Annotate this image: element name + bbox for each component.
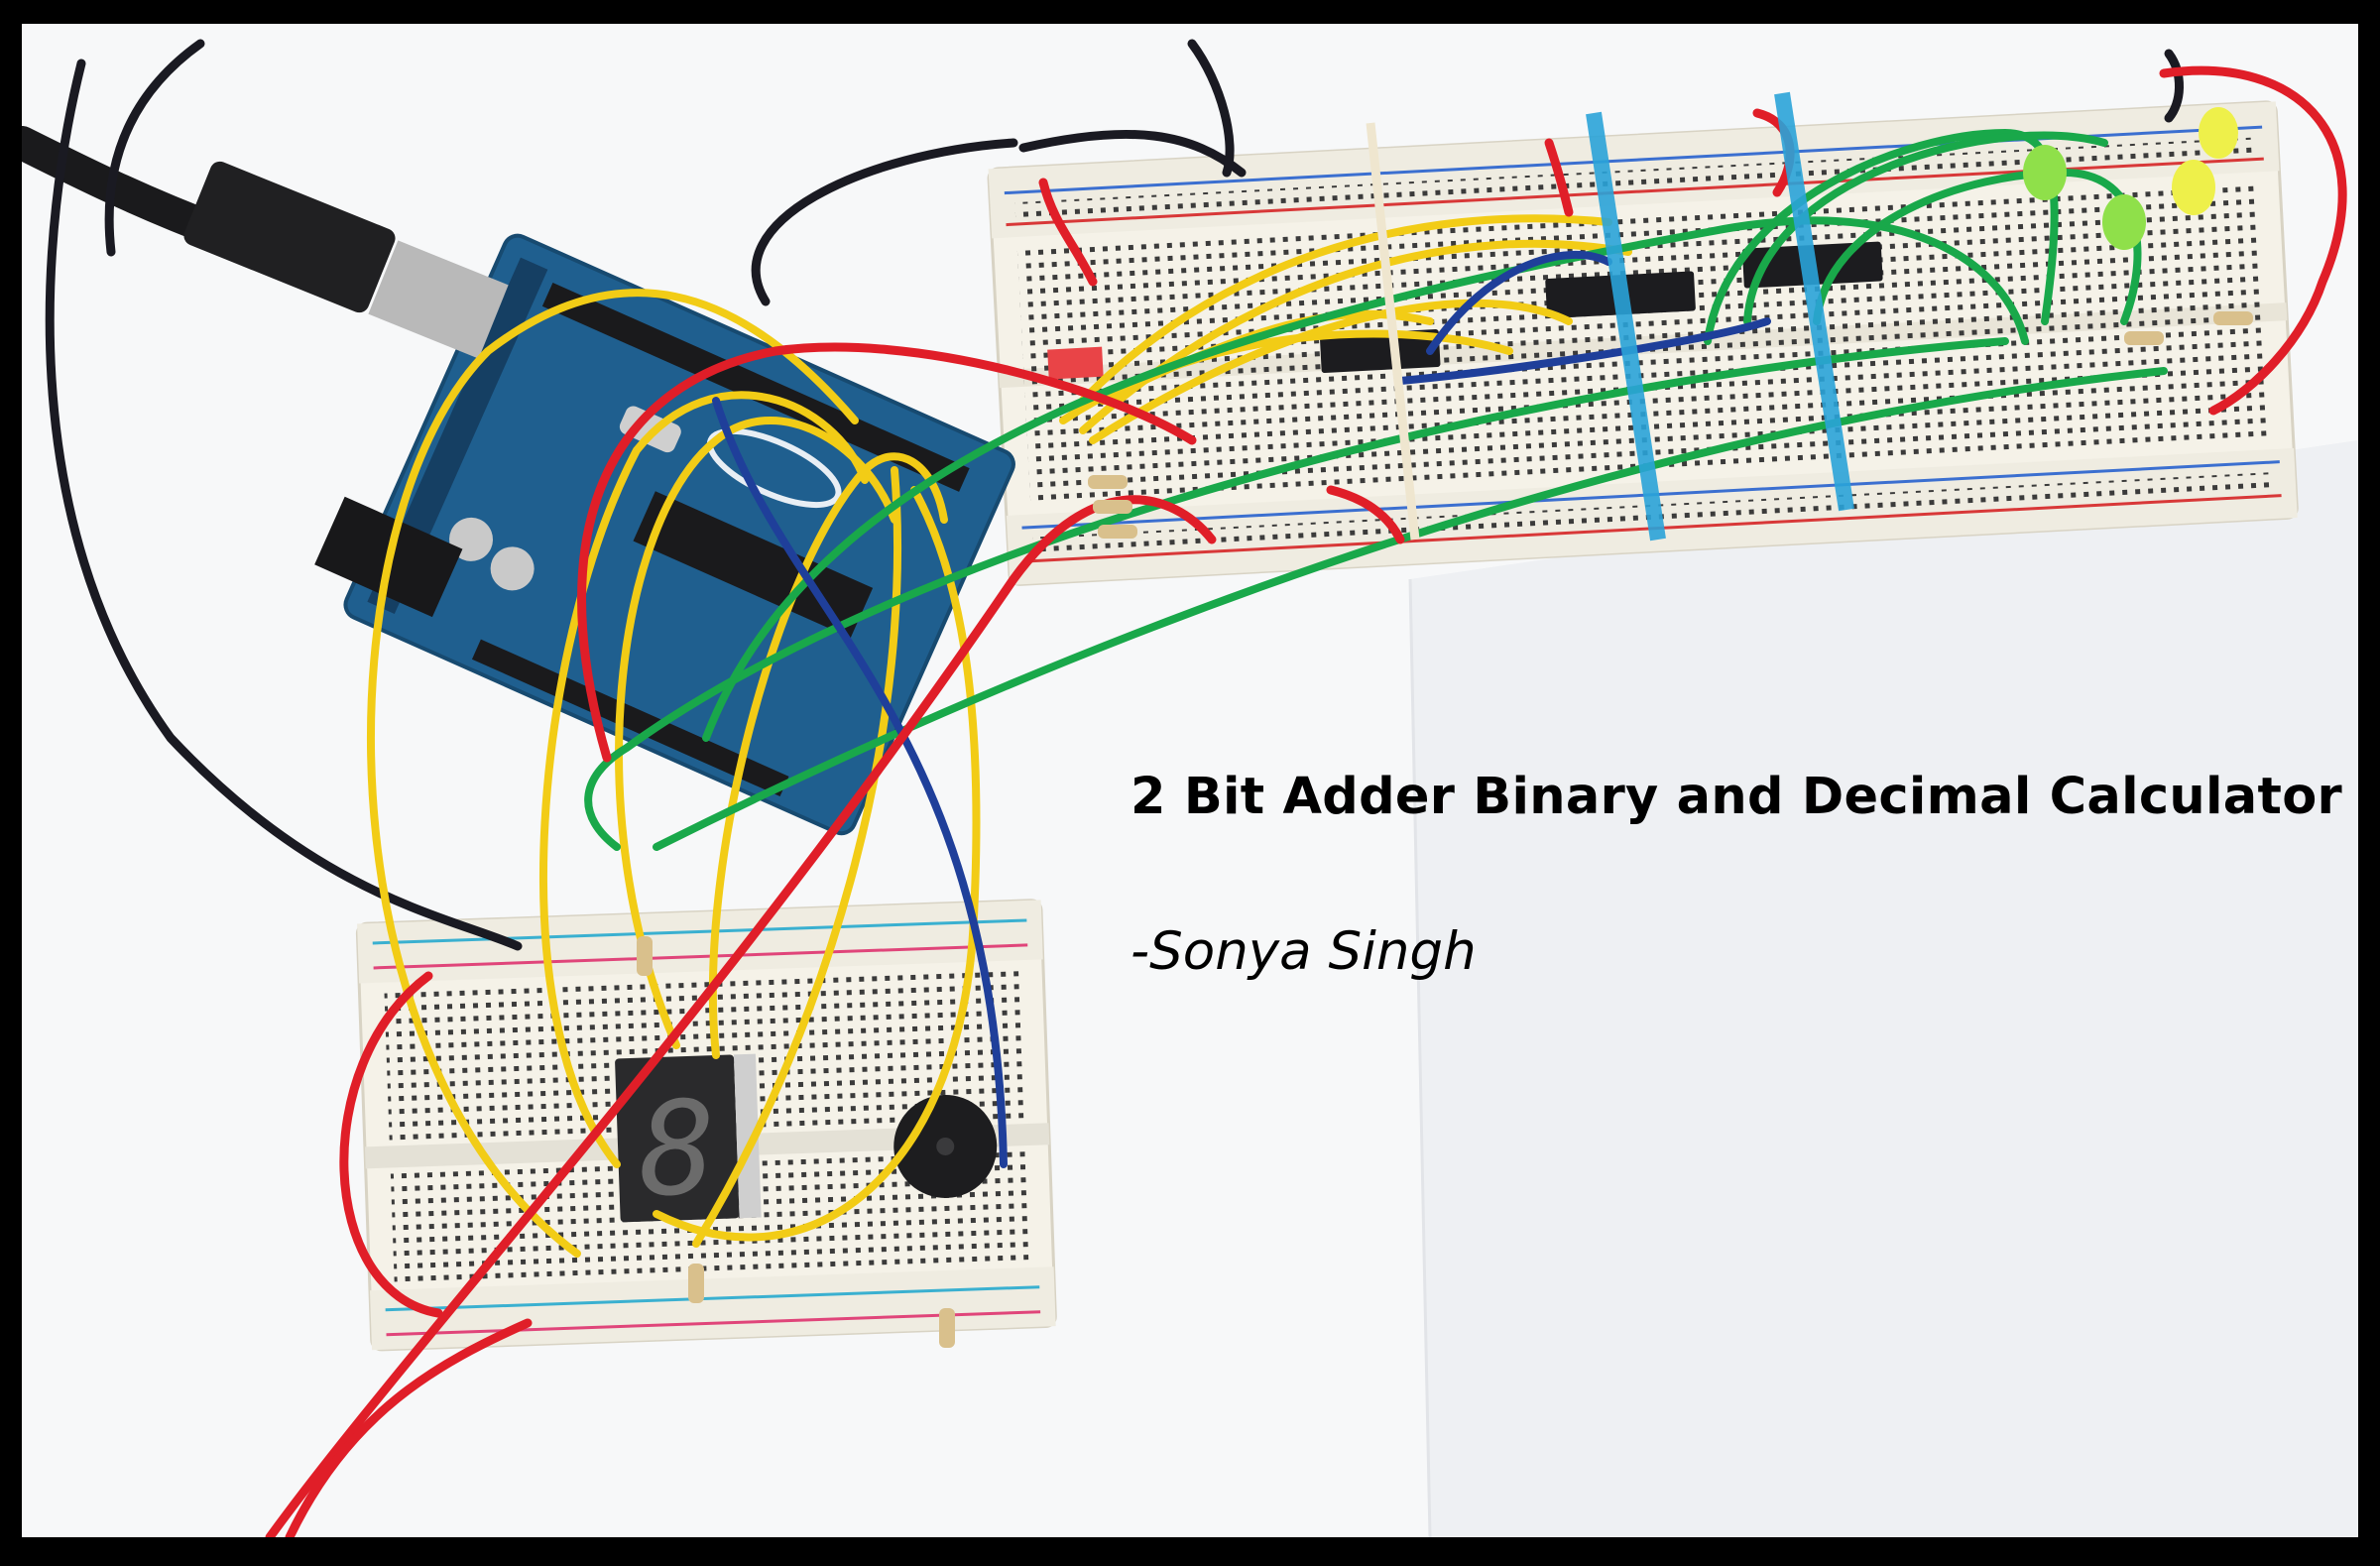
seven-segment-display: [615, 1054, 740, 1223]
led-yellow-1: [2172, 160, 2215, 215]
paper-fold: [1410, 440, 2358, 1537]
white-rubber-band: [1366, 122, 1420, 541]
led-yellow-2: [2199, 107, 2238, 159]
led-green-1: [2023, 145, 2067, 200]
ic-chip-1: [1319, 329, 1441, 373]
circuit-scene: 8: [22, 24, 2358, 1537]
caption-author: -Sonya Singh: [1130, 921, 1477, 982]
red-jumper-block: [1047, 346, 1104, 380]
circuit-photo: 8: [22, 24, 2358, 1537]
paper-fold-line: [1408, 578, 1432, 1537]
caption-title: 2 Bit Adder Binary and Decimal Calculato…: [1130, 768, 2342, 826]
green-wires: [584, 128, 2168, 851]
arduino-uno: [343, 233, 1015, 836]
blue-wires: [712, 250, 1771, 1168]
resistors: [637, 311, 2253, 1348]
black-wires: [45, 39, 2184, 951]
rubber-bands: [1586, 91, 1854, 542]
yellow-wires: [366, 214, 1632, 1258]
leds: [2023, 107, 2238, 250]
led-green-2: [2102, 194, 2146, 250]
atmega-chip: [633, 491, 874, 639]
seven-segment-digit: 8: [636, 1072, 719, 1226]
